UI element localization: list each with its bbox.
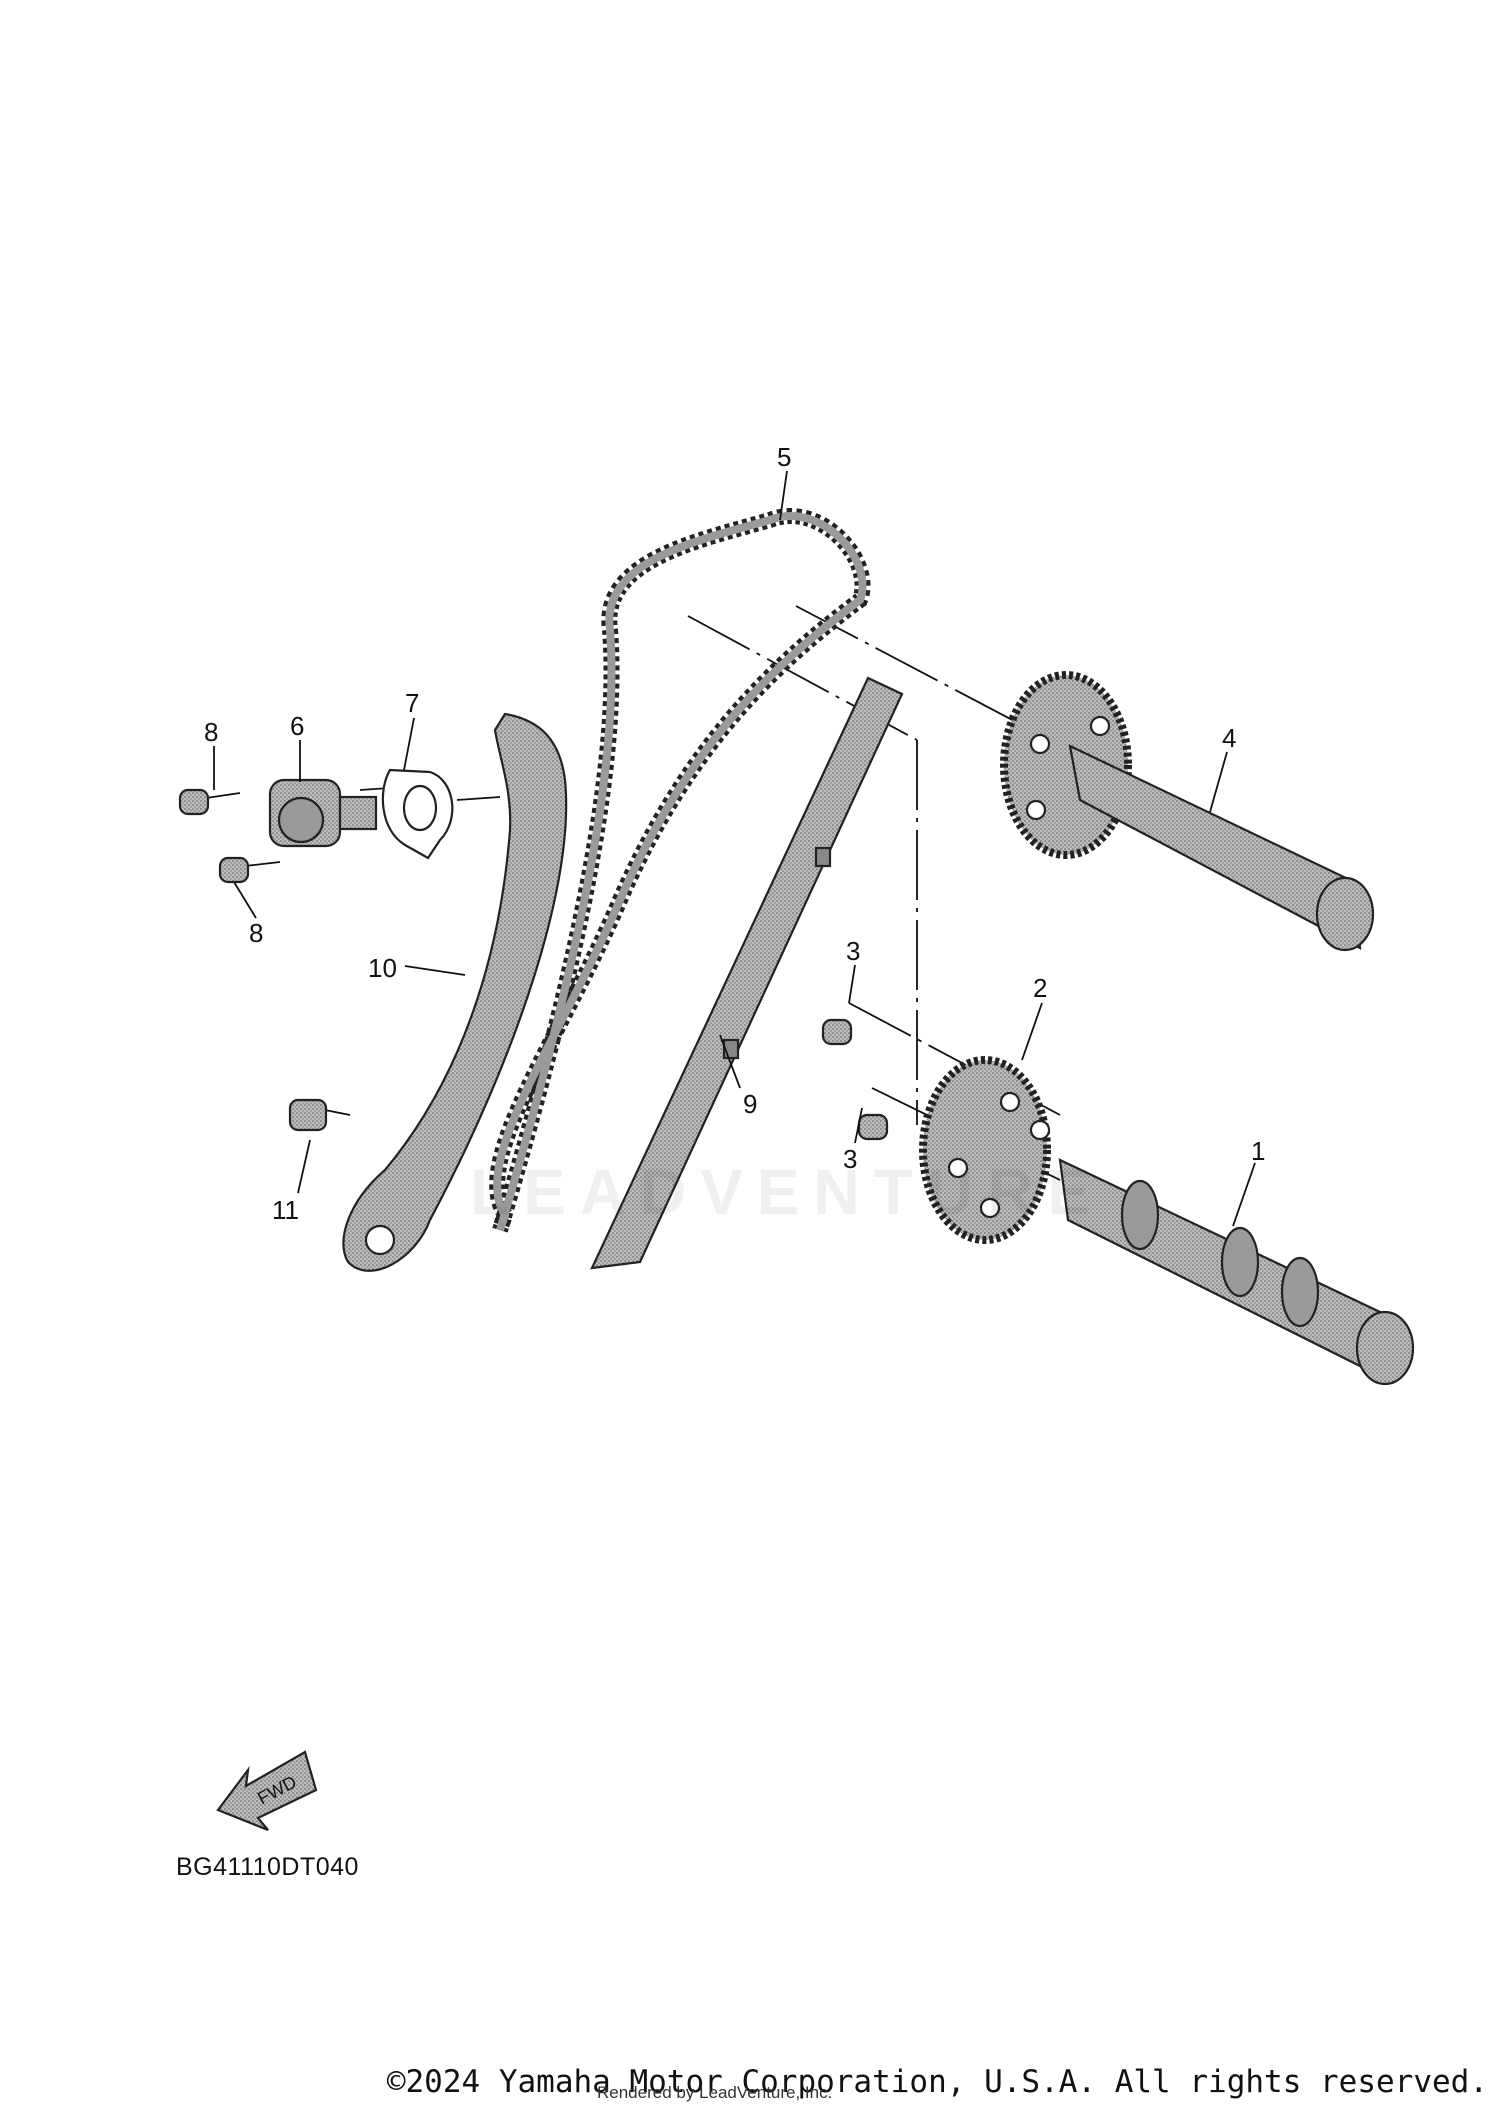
diagram-code: BG41110DT040 [176,1853,359,1881]
callout-8-upper: 8 [204,717,218,747]
camshaft-upper [1000,671,1375,952]
callout-11: 11 [272,1195,299,1225]
callout-2: 2 [1033,973,1047,1003]
camshaft-lower [1058,1158,1415,1386]
rendered-by: Rendered by LeadVenture, Inc. [597,2083,833,2102]
tensioner-arm [342,712,568,1272]
callouts: 1 2 3 3 4 5 6 7 8 8 9 10 11 [204,442,1265,1225]
tensioner-arm-bolt [288,1098,328,1132]
callout-9: 9 [743,1089,757,1119]
callout-3-upper: 3 [846,936,860,966]
cam-sprocket [919,1056,1051,1244]
callout-1: 1 [1251,1136,1265,1166]
fwd-arrow: FWD [216,1750,318,1832]
callout-6: 6 [290,711,304,741]
callout-7: 7 [405,688,419,718]
alignment-lines [205,605,1061,1181]
copyright-notice: ©2024 Yamaha Motor Corporation, U.S.A. A… [386,2064,1488,2100]
sprocket-bolt-upper [821,1018,853,1046]
bolt-upper [178,788,210,816]
callout-4: 4 [1222,723,1236,753]
bolt-lower [218,856,250,884]
callout-10: 10 [368,953,397,983]
callout-3-lower: 3 [843,1144,857,1174]
callout-8-lower: 8 [249,918,263,948]
sprocket-bolt-lower [857,1113,889,1141]
watermark: LEADVENTURE [470,1156,1105,1228]
leader-lines [213,470,1256,1227]
gasket [381,768,454,860]
callout-5: 5 [777,442,791,472]
cam-chain-tensioner [268,778,378,848]
timing-chain [489,508,871,1233]
